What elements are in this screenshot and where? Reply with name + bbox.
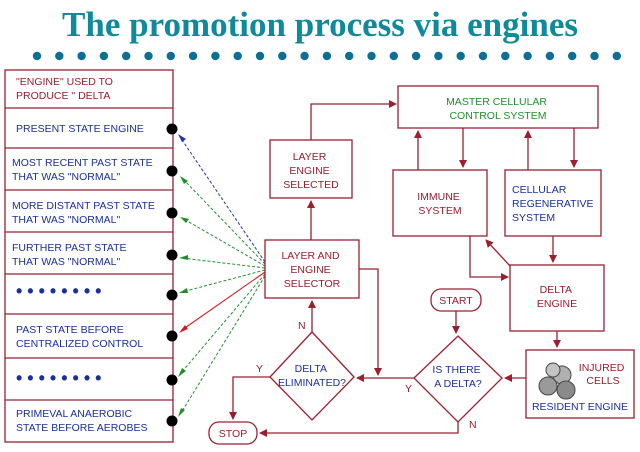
title-bullet xyxy=(166,51,175,61)
engine-connector-dots xyxy=(166,123,178,427)
title-bullet xyxy=(300,51,309,61)
svg-text:DELTA ENGINE: DELTA ENGINE xyxy=(537,284,577,310)
title-bullet xyxy=(233,51,242,61)
svg-text:DELTA ELIMINATED?: DELTA ELIMINATED? xyxy=(278,363,346,389)
title-bullet xyxy=(523,51,532,61)
title-bullet xyxy=(612,51,621,61)
row-ellipsis-2: • • • • • • • • xyxy=(16,368,101,388)
stop-terminal: STOP xyxy=(208,421,258,445)
title-bullet xyxy=(77,51,86,61)
delta-eliminated-decision: DELTA ELIMINATED? xyxy=(269,331,355,421)
title-bullet xyxy=(367,51,376,61)
delta-engine-box: DELTA ENGINE xyxy=(509,264,605,332)
title-bullet xyxy=(55,51,64,61)
svg-text:START: START xyxy=(439,295,473,307)
title-bullet xyxy=(322,51,332,61)
title-bullet xyxy=(501,51,510,61)
title-bullet xyxy=(255,51,265,61)
layer-and-engine-selector-box: LAYER AND ENGINE SELECTOR xyxy=(264,239,360,299)
svg-text:IMMUNE SYSTEM: IMMUNE SYSTEM xyxy=(417,191,463,217)
title-bullet xyxy=(590,51,599,61)
row-primeval-anaerobic-state: PRIMEVAL ANAEROBIC STATE BEFORE AEROBES xyxy=(16,408,147,434)
title-bullet xyxy=(411,51,421,61)
title-bullet xyxy=(545,51,555,61)
title-bullet xyxy=(389,51,398,61)
immune-system-box: IMMUNE SYSTEM xyxy=(392,169,488,237)
resident-engine-box: INJURED CELLS RESIDENT ENGINE xyxy=(525,349,635,419)
svg-text:LAYER ENGINE SELEC: LAYER ENGINE SELECTED xyxy=(283,151,339,191)
flow-connectors xyxy=(229,100,578,437)
title-bullet xyxy=(434,51,443,61)
title-bullet xyxy=(211,51,220,61)
title-bullet xyxy=(345,51,354,61)
edge-label-n-delta: N xyxy=(469,419,477,431)
start-terminal: START xyxy=(430,288,482,312)
row-more-distant-past-state: MORE DISTANT PAST STATE THAT WAS "NORMAL… xyxy=(12,200,158,226)
row-most-recent-past-state: MOST RECENT PAST STATE THAT WAS "NORMAL" xyxy=(12,157,156,183)
edge-label-n-selector: N xyxy=(298,320,306,332)
engine-list-panel: "ENGINE" USED TO PRODUCE " DELTA PRESENT… xyxy=(4,69,174,443)
row-present-state-engine: PRESENT STATE ENGINE xyxy=(16,123,144,135)
title-bullet xyxy=(456,51,465,61)
svg-text:INJURED CELLS: INJURED CELLS xyxy=(579,362,627,387)
svg-text:MASTER CELLULAR CONTROL: MASTER CELLULAR CONTROL SYSTEM xyxy=(446,96,550,122)
edge-label-y-delta: Y xyxy=(405,383,412,395)
title-bullet-row xyxy=(32,51,621,61)
svg-text:IS THERE A DELTA?: IS THERE A DELTA? xyxy=(432,364,483,390)
title-bullet xyxy=(144,51,153,61)
title-bullet xyxy=(188,51,198,61)
row-past-state-before-centralized-control: PAST STATE BEFORE CENTRALIZED CONTROL xyxy=(16,324,143,350)
edge-label-y-eliminated: Y xyxy=(256,363,263,375)
cellular-regenerative-system-box: CELLULAR REGENERATIVE SYSTEM xyxy=(504,169,602,237)
injured-cells-icon xyxy=(538,362,576,400)
title-bullet xyxy=(122,51,131,61)
row-ellipsis-1: • • • • • • • • xyxy=(16,281,101,301)
row-further-past-state: FURTHER PAST STATE THAT WAS "NORMAL" xyxy=(12,242,129,268)
is-there-a-delta-decision: IS THERE A DELTA? xyxy=(413,335,503,423)
engine-list-header: "ENGINE" USED TO PRODUCE " DELTA xyxy=(16,76,116,102)
title-bullet xyxy=(278,51,287,61)
title-bullet xyxy=(99,51,109,61)
svg-text:STOP: STOP xyxy=(219,428,247,440)
layer-engine-selected-box: LAYER ENGINE SELECTED xyxy=(269,139,353,199)
svg-text:CELLULAR REGENERATIVE: CELLULAR REGENERATIVE SYSTEM xyxy=(512,184,596,224)
title-bullet xyxy=(32,51,42,61)
master-cellular-control-box: MASTER CELLULAR CONTROL SYSTEM xyxy=(397,85,599,129)
selector-fanout-arrows xyxy=(178,134,266,417)
title-bullet xyxy=(478,51,488,61)
svg-text:LAYER AND ENGINE S: LAYER AND ENGINE SELECTOR xyxy=(281,250,342,290)
resident-engine-label: RESIDENT ENGINE xyxy=(532,401,628,413)
page-title: The promotion process via engines xyxy=(62,5,578,44)
title-bullet xyxy=(568,51,577,61)
